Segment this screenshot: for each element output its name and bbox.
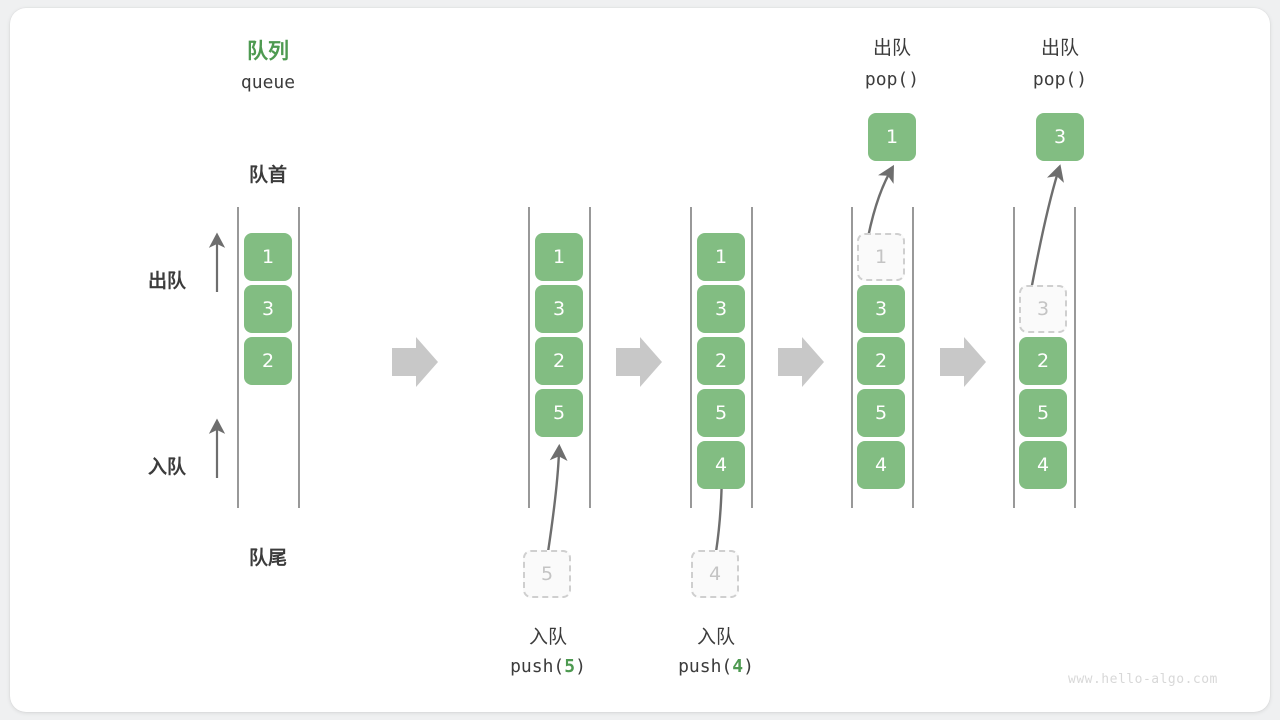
queue-cell: 4 — [1019, 441, 1067, 489]
queue-cell: 1 — [244, 233, 292, 281]
outgoing-ghost-cell: 1 — [857, 233, 905, 281]
pop-caption-cn: 出队 — [872, 37, 911, 59]
legend-dequeue-label: 出队 — [148, 270, 187, 292]
queue-cell: 1 — [535, 233, 583, 281]
push-code-value: 5 — [564, 656, 576, 677]
pop-caption-code: pop() — [1032, 69, 1088, 90]
queue-cell: 5 — [857, 389, 905, 437]
queue-cell: 4 — [697, 441, 745, 489]
queue-cell: 5 — [697, 389, 745, 437]
incoming-ghost-cell: 5 — [523, 550, 571, 598]
push-caption-cn: 入队 — [528, 626, 567, 648]
outgoing-ghost-cell: 3 — [1019, 285, 1067, 333]
popped-cell: 1 — [868, 113, 916, 161]
push-code-value: 4 — [732, 656, 744, 677]
push-code-post: ) — [575, 656, 586, 677]
queue-front-label: 队首 — [248, 164, 287, 186]
watermark: www.hello-algo.com — [1068, 672, 1218, 687]
push-caption-cn: 入队 — [696, 626, 735, 648]
queue-cell: 3 — [697, 285, 745, 333]
legend-enqueue-label: 入队 — [148, 456, 187, 478]
push-caption-code: push(4) — [658, 656, 774, 677]
push-code-pre: push( — [678, 656, 733, 677]
queue-cell: 2 — [535, 337, 583, 385]
queue-cell: 2 — [697, 337, 745, 385]
queue-cell: 2 — [857, 337, 905, 385]
queue-rails — [237, 207, 1076, 508]
popped-cell: 3 — [1036, 113, 1084, 161]
push-code-post: ) — [743, 656, 754, 677]
queue-cell: 3 — [535, 285, 583, 333]
queue-cell: 4 — [857, 441, 905, 489]
page-subtitle: queue — [240, 72, 296, 93]
push-code-pre: push( — [510, 656, 565, 677]
push-caption-code: push(5) — [490, 656, 606, 677]
queue-cell: 5 — [535, 389, 583, 437]
incoming-ghost-cell: 4 — [691, 550, 739, 598]
page-title: 队列 — [247, 39, 289, 63]
queue-cell: 1 — [697, 233, 745, 281]
queue-cell: 5 — [1019, 389, 1067, 437]
queue-rear-label: 队尾 — [248, 547, 287, 569]
queue-cell: 3 — [244, 285, 292, 333]
pop-caption-cn: 出队 — [1040, 37, 1079, 59]
queue-cell: 2 — [244, 337, 292, 385]
transition-arrows — [392, 337, 986, 387]
queue-cell: 3 — [857, 285, 905, 333]
pop-caption-code: pop() — [864, 69, 920, 90]
queue-cell: 2 — [1019, 337, 1067, 385]
